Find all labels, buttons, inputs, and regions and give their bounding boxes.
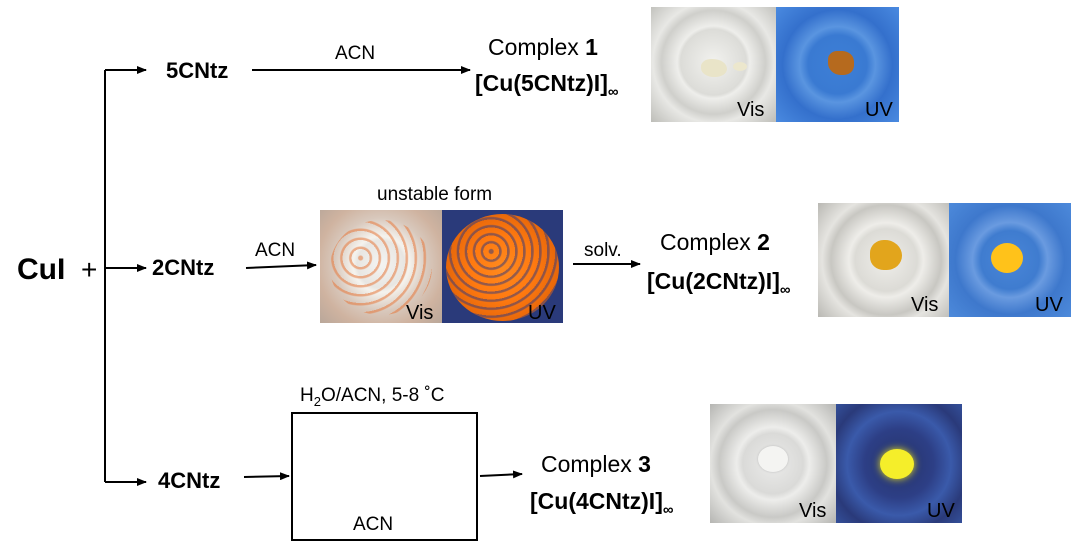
photo-complex-3-uv: UV xyxy=(836,404,962,523)
complex-1-title: Complex 1 xyxy=(488,34,598,60)
condition-acn-2: ACN xyxy=(255,240,296,261)
condition-acn-3: ACN xyxy=(353,514,394,535)
photo-unstable-uv: UV xyxy=(442,210,563,323)
photo-label-uv: UV xyxy=(927,500,955,522)
complex-1-formula: [Cu(5CNtz)I]∞ xyxy=(475,70,619,101)
photo-complex-1-vis: Vis xyxy=(651,7,776,122)
unstable-form-caption: unstable form xyxy=(377,184,493,205)
complex-2-formula: [Cu(2CNtz)I]∞ xyxy=(647,268,791,299)
photo-unstable-vis: Vis xyxy=(320,210,442,323)
photo-label-vis: Vis xyxy=(911,294,939,316)
photo-complex-3-vis: Vis xyxy=(710,404,836,523)
complex-3-formula: [Cu(4CNtz)I]∞ xyxy=(530,488,674,519)
photo-label-uv: UV xyxy=(865,99,893,121)
speckle-texture xyxy=(446,214,559,321)
complex-3-title: Complex 3 xyxy=(541,451,651,477)
photo-complex-2-uv: UV xyxy=(949,203,1071,317)
reaction-arrow-3a xyxy=(243,472,290,481)
ligand-2cntz: 2CNtz xyxy=(152,255,215,280)
photo-label-vis: Vis xyxy=(799,500,827,522)
photo-label-vis: Vis xyxy=(406,302,434,323)
crystal-sample xyxy=(733,62,747,71)
ligand-5cntz: 5CNtz xyxy=(166,58,229,83)
reaction-arrow-3b xyxy=(479,470,523,479)
photo-complex-1-uv: UV xyxy=(776,7,899,122)
photo-label-vis: Vis xyxy=(737,99,765,121)
reactant-cui: CuI xyxy=(17,253,66,286)
complex-2-title: Complex 2 xyxy=(660,229,770,255)
luminescent-sample xyxy=(991,243,1023,273)
photo-complex-2-vis: Vis xyxy=(818,203,949,317)
crystal-sample xyxy=(701,59,727,77)
crystal-sample xyxy=(758,446,788,472)
photo-label-uv: UV xyxy=(1035,294,1063,316)
condition-box xyxy=(291,412,478,541)
condition-solv: solv. xyxy=(584,240,622,261)
reaction-arrow-2a xyxy=(245,261,317,270)
ligand-4cntz: 4CNtz xyxy=(158,468,221,493)
speckle-texture xyxy=(330,220,432,315)
condition-acn-1: ACN xyxy=(335,43,376,64)
crystal-sample xyxy=(828,51,854,75)
crystal-sample xyxy=(870,240,902,270)
condition-water-acn: H2O/ACN, 5-8 ˚C xyxy=(300,385,445,409)
photo-label-uv: UV xyxy=(528,302,556,323)
plus-sign: + xyxy=(81,254,98,285)
luminescent-sample xyxy=(880,449,914,479)
